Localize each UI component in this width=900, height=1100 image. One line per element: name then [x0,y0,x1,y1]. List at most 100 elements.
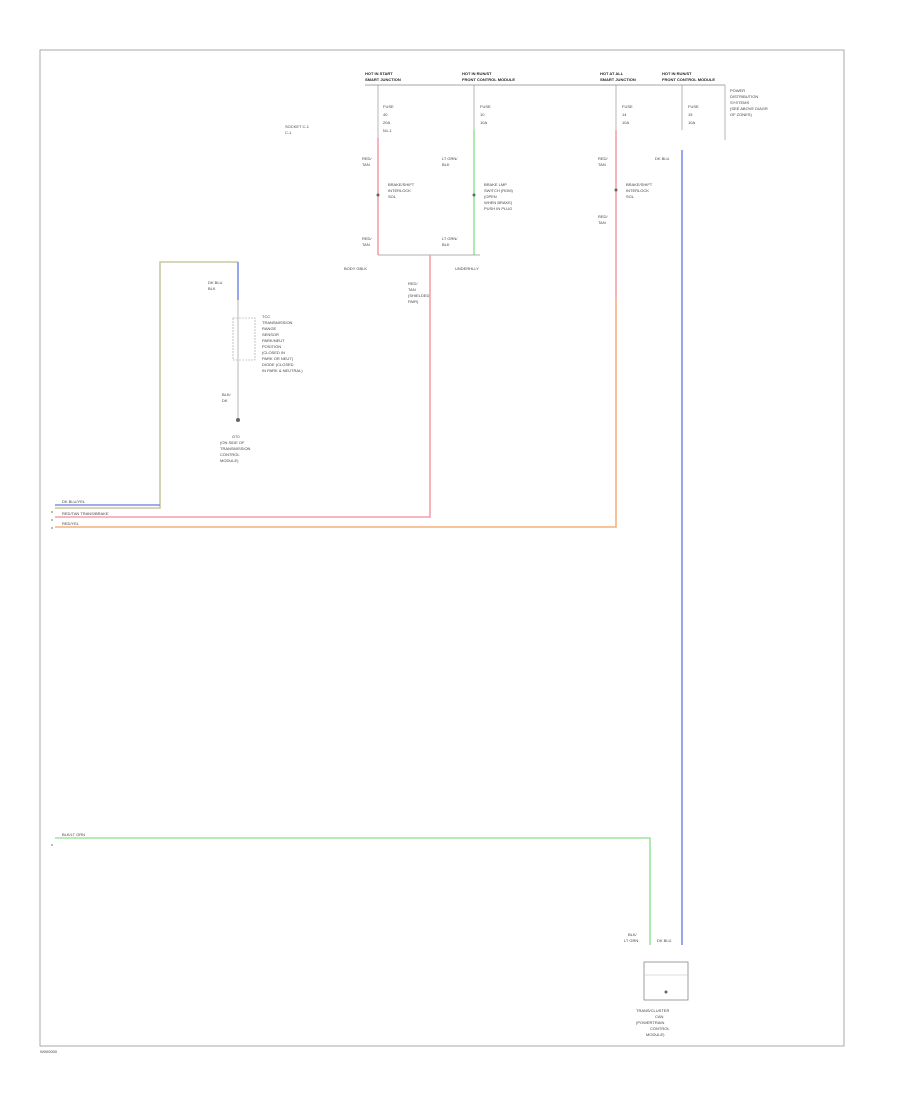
svg-text:BRAKE/SHIFT: BRAKE/SHIFT [626,182,653,187]
fuse-1-line: N1-1 [383,128,392,133]
svg-text:INTERLOCK: INTERLOCK [626,188,649,193]
power-distribution-note: POWER DISTRIBUTION SYSTEMS (SEE ABOVE DI… [724,85,768,140]
svg-text:BLK: BLK [208,286,216,291]
svg-text:G70: G70 [232,434,240,439]
wire-orange-run [55,300,617,528]
svg-text:PARK OR NEUT): PARK OR NEUT) [262,356,294,361]
fuse-2-line: 10A [480,120,487,125]
fuse-3-line: 10A [622,120,629,125]
fuse-3-hot: HOT AT ALL [600,71,624,76]
svg-text:MODULE): MODULE) [646,1032,665,1037]
svg-text:OF ZONES): OF ZONES) [730,112,752,117]
svg-text:DK BLU/YEL: DK BLU/YEL [62,499,86,504]
svg-text:WHEN BRAKE): WHEN BRAKE) [484,200,513,205]
svg-text:CONTROL: CONTROL [650,1026,670,1031]
fuse-block-2: HOT IN RUN/ST FRONT CONTROL MODULE FUSE … [462,71,515,130]
fuse-1-line: 40 [383,112,388,117]
svg-text:BRAKE/SHIFT: BRAKE/SHIFT [388,182,415,187]
svg-text:RED/: RED/ [598,156,608,161]
svg-text:MODULE): MODULE) [220,458,239,463]
svg-text:RED/: RED/ [598,214,608,219]
fuse-1-hot: HOT IN START [365,71,393,76]
svg-text:RED/: RED/ [362,236,372,241]
svg-text:TAN: TAN [362,162,370,167]
fuse-1-panel: SMART JUNCTION [365,77,401,82]
svg-text:SOCKET C-1: SOCKET C-1 [285,124,310,129]
svg-text:UNDERHLLY: UNDERHLLY [455,266,479,271]
svg-text:DISTRIBUTION: DISTRIBUTION [730,94,758,99]
svg-text:RANGE: RANGE [262,326,277,331]
svg-text:CONTROL: CONTROL [220,452,240,457]
svg-text:BODY GBLK: BODY GBLK [344,266,367,271]
svg-text:TCC: TCC [262,314,270,319]
svg-text:POWER: POWER [730,88,745,93]
wire-green-bottom [55,837,651,945]
diagram-frame [39,49,845,1047]
fuse-block-1: HOT IN START SMART JUNCTION FUSE 40 20A … [365,71,401,138]
connector-labels: RED/ TAN RED/ TAN LT GRN/ BLK LT GRN/ BL… [362,156,670,304]
svg-text:BLK/LT GRN: BLK/LT GRN [62,832,85,837]
svg-text:BLK/: BLK/ [628,932,638,937]
svg-text:DK BLU: DK BLU [208,280,223,285]
svg-text:LT GRN/: LT GRN/ [442,156,458,161]
svg-text:BLK/: BLK/ [222,392,232,397]
svg-text:RED/TAN TRANS/BRAKE: RED/TAN TRANS/BRAKE [62,511,109,516]
svg-text:CAN: CAN [655,1014,664,1019]
svg-text:SENSOR: SENSOR [262,332,279,337]
fuse-1-line: FUSE [383,104,394,109]
fuse-3-line: 14 [622,112,627,117]
svg-text:PAIR): PAIR) [408,299,419,304]
fuse-4-hot: HOT IN RUN/ST [662,71,692,76]
fuse-block-4: HOT IN RUN/ST FRONT CONTROL MODULE FUSE … [662,71,715,130]
svg-text:TAN: TAN [362,242,370,247]
transmission-range-sensor: DK BLU BLK TCC TRANSMISSION RANGE SENSOR… [208,280,303,463]
svg-text:LT GRN: LT GRN [624,938,638,943]
fuse-2-line: 10 [480,112,485,117]
svg-text:(SHIELDED: (SHIELDED [408,293,429,298]
svg-text:TRANSMISSION: TRANSMISSION [220,446,251,451]
svg-text:(ON SIDE OF: (ON SIDE OF [220,440,245,445]
fuse-4-line: 15 [688,112,693,117]
svg-text:(OPEN: (OPEN [484,194,497,199]
fuse-4-panel: FRONT CONTROL MODULE [662,77,715,82]
svg-text:RED/: RED/ [362,156,372,161]
svg-text:DIODE (CLOSED: DIODE (CLOSED [262,362,294,367]
fuse-3-line: FUSE [622,104,633,109]
svg-text:BRAKE LMP: BRAKE LMP [484,182,507,187]
fuse-2-line: FUSE [480,104,491,109]
wire-red-trans-brake [55,255,431,518]
svg-text:INTERLOCK: INTERLOCK [388,188,411,193]
fuse-block-3: HOT AT ALL SMART JUNCTION FUSE 14 10A [600,71,636,130]
svg-text:(CLOSED IN: (CLOSED IN [262,350,285,355]
svg-text:TAN: TAN [408,287,416,292]
socket-reference: SOCKET C-1 C-1 [285,124,310,135]
fuse-4-line: 10A [688,120,695,125]
wire-olive-loop [55,261,238,509]
left-wire-labels: DK BLU/YEL RED/TAN TRANS/BRAKE RED/YEL B… [51,499,109,846]
transmission-control-module: BLK/ LT GRN DK BLU TRANS/CLUSTER CAN (PO… [624,932,689,1037]
svg-text:BLK: BLK [442,162,450,167]
svg-text:LT GRN/: LT GRN/ [442,236,458,241]
svg-text:POSITION: POSITION [262,344,281,349]
svg-text:RED/: RED/ [408,281,418,286]
fuse-2-panel: FRONT CONTROL MODULE [462,77,515,82]
svg-text:SYSTEMS: SYSTEMS [730,100,749,105]
svg-text:DK: DK [222,398,228,403]
svg-text:RED/YEL: RED/YEL [62,521,80,526]
svg-text:PARK/NEUT: PARK/NEUT [262,338,285,343]
svg-text:BLK: BLK [442,242,450,247]
svg-text:C-1: C-1 [285,130,292,135]
svg-text:DK BLU: DK BLU [655,156,670,161]
svg-text:SOL: SOL [388,194,397,199]
device-labels: BRAKE/SHIFT INTERLOCK SOL BRAKE LMP SWIT… [344,182,653,271]
fuse-1-line: 20A [383,120,390,125]
svg-text:TAN: TAN [598,162,606,167]
fuse-3-panel: SMART JUNCTION [600,77,636,82]
svg-text:SOL: SOL [626,194,635,199]
svg-text:SWITCH (ROM): SWITCH (ROM) [484,188,514,193]
fuse-2-hot: HOT IN RUN/ST [462,71,492,76]
svg-text:TRANS/CLUSTER: TRANS/CLUSTER [636,1008,669,1013]
svg-text:TRANSMISSION: TRANSMISSION [262,320,293,325]
svg-text:(SEE ABOVE DIAGR: (SEE ABOVE DIAGR [730,106,768,111]
